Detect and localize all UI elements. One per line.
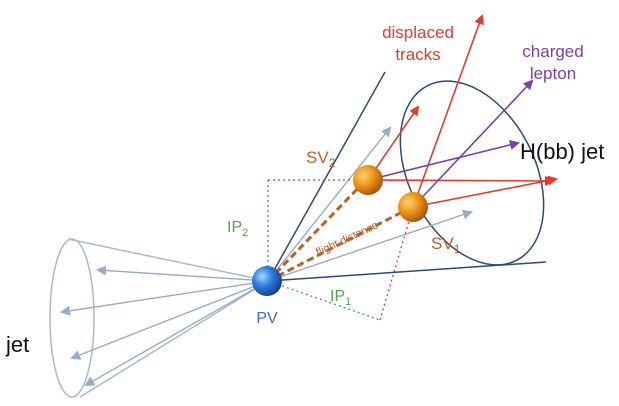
- displaced-track: [367, 175, 555, 186]
- hbb-cone-arrow: [267, 126, 392, 282]
- sv1-label: SV1: [431, 234, 461, 256]
- light-jet-cone: [49, 238, 269, 398]
- jet-cone-rim: [49, 238, 95, 398]
- charged-lepton-label-line2: lepton: [530, 64, 576, 83]
- track-extrapolation-lower: [379, 206, 414, 321]
- ip1-label-sub: 1: [345, 296, 351, 308]
- displaced-tracks-label-line1: displaced: [382, 23, 454, 42]
- hbb-cone-edge-lower: [267, 261, 547, 282]
- sv1-label-sub: 1: [454, 242, 461, 256]
- flight-line-sv1: [267, 205, 413, 283]
- displaced-tracks: [367, 14, 558, 208]
- hbb-cone-rim: [399, 80, 545, 266]
- displaced-track: [412, 14, 484, 208]
- secondary-vertex-1: [398, 192, 428, 222]
- charged-lepton-tracks: [367, 79, 534, 208]
- sv2-label: SV2: [306, 148, 336, 170]
- sv2-label-main: SV: [306, 148, 329, 167]
- ip1-label-main: IP: [330, 288, 345, 305]
- lepton-track: [367, 140, 520, 181]
- ip2-label-sub: 2: [242, 227, 248, 239]
- impact-parameter-lines: [267, 179, 414, 321]
- jet-cone-edge-lower: [79, 280, 269, 398]
- flight-line-sv2: [266, 178, 368, 283]
- hbb-cone-arrow: [267, 209, 473, 282]
- displaced-tracks-label-line2: tracks: [395, 45, 440, 64]
- jet-cone-edge-upper: [67, 238, 269, 282]
- jet-cone-arrow: [96, 265, 269, 282]
- jet-cone-arrow: [84, 280, 269, 386]
- lepton-track: [412, 79, 534, 208]
- pv-label: PV: [256, 310, 278, 327]
- jet-cone-arrow: [70, 280, 269, 360]
- sv1-label-main: SV: [431, 234, 454, 253]
- charged-lepton-label-line1: charged: [522, 42, 583, 61]
- ip2-label-main: IP: [227, 219, 242, 236]
- hbb-cone-arrows: [267, 126, 473, 282]
- sv2-label-sub: 2: [329, 156, 336, 170]
- ip1-dotted-line: [267, 280, 381, 321]
- ip2-label: IP2: [227, 219, 248, 239]
- ip1-label: IP1: [330, 288, 351, 308]
- flight-distance-lines: [266, 178, 413, 283]
- hbb-jet-label: H(bb) jet: [520, 139, 604, 164]
- jet-label: jet: [5, 332, 29, 357]
- secondary-vertex-2: [353, 165, 383, 195]
- hbb-jet-cone: [267, 71, 547, 282]
- displaced-track: [412, 175, 558, 208]
- jet-cone-arrow: [60, 280, 269, 316]
- primary-vertex: [252, 266, 282, 296]
- hbb-cone-edge-upper: [267, 71, 386, 282]
